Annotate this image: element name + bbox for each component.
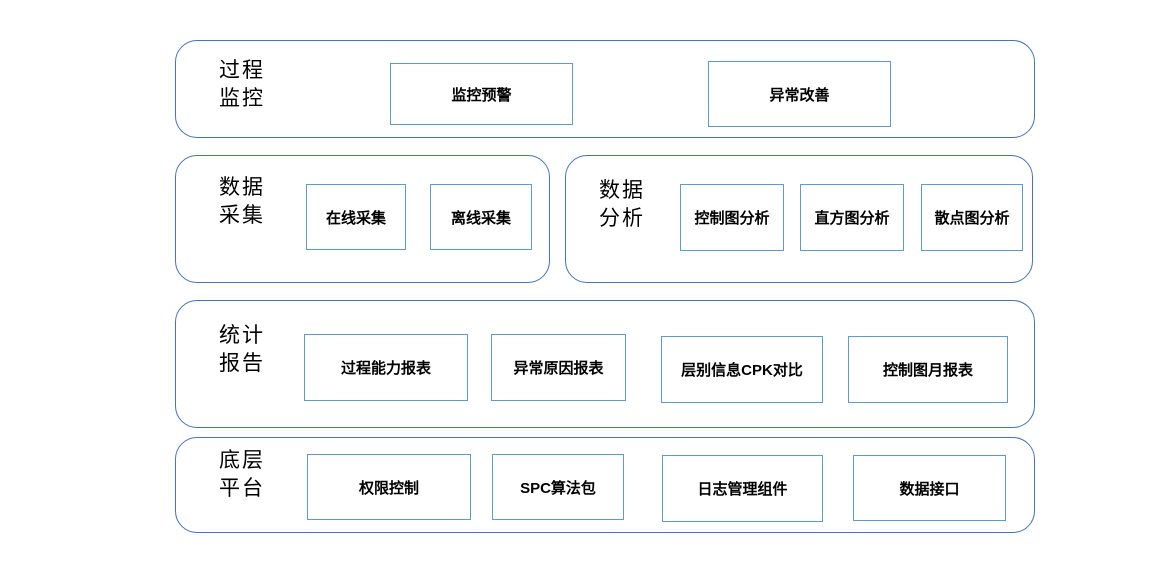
layer-label-data-analysis: 数据分析 (599, 178, 645, 230)
layer-data-analysis: 数据分析 控制图分析 直方图分析 散点图分析 (565, 155, 1033, 283)
module-log-management-component: 日志管理组件 (662, 455, 823, 522)
layer-base-platform: 底层平台 权限控制 SPC算法包 日志管理组件 数据接口 (175, 437, 1035, 533)
layer-label-process-monitoring: 过程监控 (219, 58, 265, 110)
layer-statistical-report: 统计报告 过程能力报表 异常原因报表 层别信息CPK对比 控制图月报表 (175, 300, 1035, 428)
module-monitor-warning: 监控预警 (390, 63, 573, 125)
module-histogram-analysis: 直方图分析 (800, 184, 904, 251)
module-stratified-cpk-comparison: 层别信息CPK对比 (661, 336, 823, 403)
module-scatter-analysis: 散点图分析 (921, 184, 1023, 251)
module-data-interface: 数据接口 (853, 455, 1006, 521)
layer-label-data-collection: 数据采集 (219, 175, 265, 227)
module-offline-collection: 离线采集 (430, 184, 532, 250)
layer-data-collection: 数据采集 在线采集 离线采集 (175, 155, 550, 283)
module-spc-algorithm-package: SPC算法包 (492, 454, 624, 520)
layer-label-statistical-report: 统计报告 (219, 323, 265, 375)
layer-label-base-platform: 底层平台 (219, 448, 265, 500)
module-control-chart-monthly-report: 控制图月报表 (848, 336, 1008, 403)
module-online-collection: 在线采集 (306, 184, 406, 250)
module-control-chart-analysis: 控制图分析 (680, 184, 784, 251)
layer-process-monitoring: 过程监控 监控预警 异常改善 (175, 40, 1035, 138)
module-process-capability-report: 过程能力报表 (304, 334, 468, 401)
module-permission-control: 权限控制 (307, 454, 471, 520)
module-abnormal-cause-report: 异常原因报表 (491, 334, 626, 401)
module-abnormal-improvement: 异常改善 (708, 61, 891, 127)
